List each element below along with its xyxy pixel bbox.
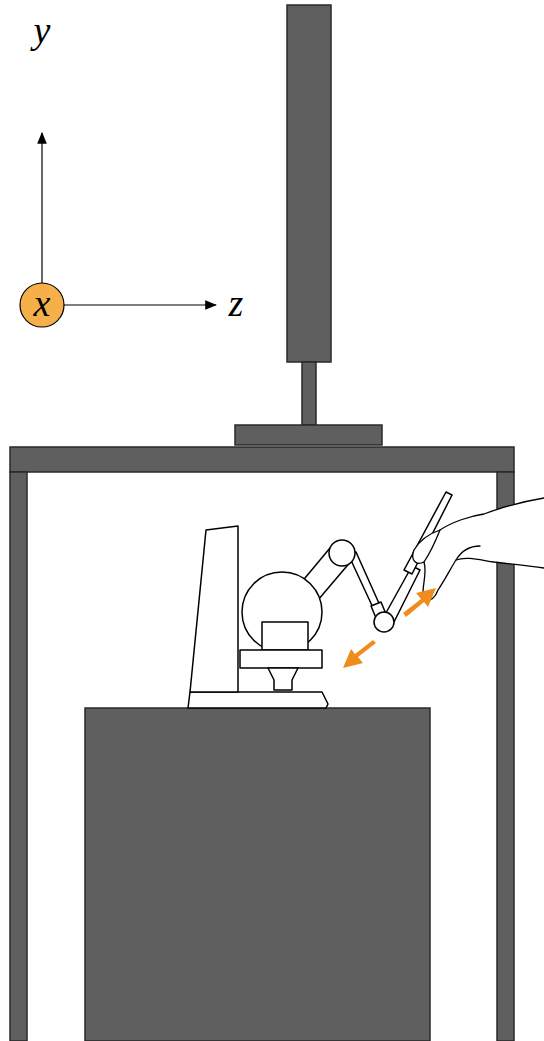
monitor bbox=[235, 5, 382, 445]
haptic-device bbox=[188, 492, 452, 708]
hand bbox=[413, 498, 544, 600]
axis-label: y bbox=[34, 11, 51, 49]
axis-label: x bbox=[34, 284, 51, 322]
motion-arrows bbox=[343, 588, 436, 668]
axis-label: z bbox=[229, 284, 244, 322]
axis-frame bbox=[20, 133, 216, 327]
